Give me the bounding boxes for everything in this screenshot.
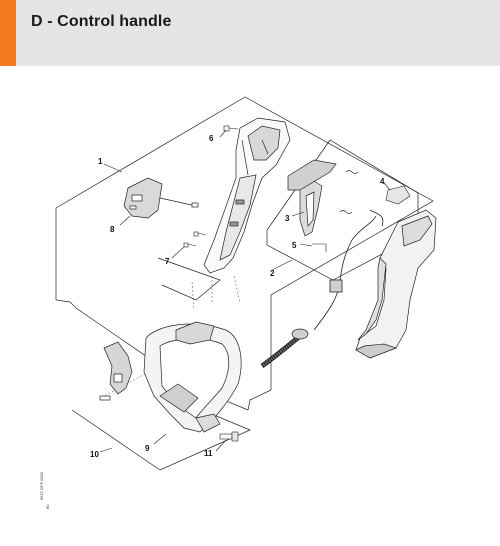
spring-parts bbox=[339, 170, 359, 214]
drawing-reference-code: 9627 GFF 0003 bbox=[39, 471, 44, 500]
callout-6: 6 bbox=[209, 134, 214, 143]
clamp-lever-part-10 bbox=[99, 341, 133, 401]
corrugated-tube bbox=[260, 328, 309, 369]
handle-housing-part bbox=[203, 117, 291, 274]
page-header: D - Control handle bbox=[0, 0, 500, 66]
callout-1: 1 bbox=[98, 157, 103, 166]
screws-part-7 bbox=[183, 231, 207, 248]
callout-4: 4 bbox=[380, 177, 385, 186]
switch-part-4 bbox=[385, 185, 411, 205]
assembly-outline-main bbox=[55, 96, 434, 471]
callout-2: 2 bbox=[270, 269, 275, 278]
accent-bar bbox=[0, 0, 16, 66]
drawing-reference-tag: 80 bbox=[45, 504, 50, 509]
callout-3: 3 bbox=[285, 214, 290, 223]
callout-leaders bbox=[99, 129, 391, 453]
interlock-lever-part bbox=[287, 159, 337, 191]
callout-9: 9 bbox=[145, 444, 150, 453]
bolt-part-11 bbox=[219, 431, 239, 442]
callout-10: 10 bbox=[90, 450, 99, 459]
page-title: D - Control handle bbox=[31, 13, 172, 30]
callout-5: 5 bbox=[292, 241, 297, 250]
handle-grip-part bbox=[355, 209, 437, 359]
screw-part-6 bbox=[223, 125, 239, 132]
callout-11: 11 bbox=[204, 449, 213, 458]
cover-plate-part-8 bbox=[123, 177, 199, 219]
pin-part-5 bbox=[312, 243, 327, 252]
callout-7: 7 bbox=[165, 257, 170, 266]
exploded-parts-diagram: 1 2 3 4 5 6 7 8 9 10 11 9627 GFF 0003 80 bbox=[39, 96, 437, 509]
cable-harness bbox=[313, 209, 384, 331]
callout-8: 8 bbox=[110, 225, 115, 234]
clamp-ring-part-9 bbox=[143, 321, 242, 433]
